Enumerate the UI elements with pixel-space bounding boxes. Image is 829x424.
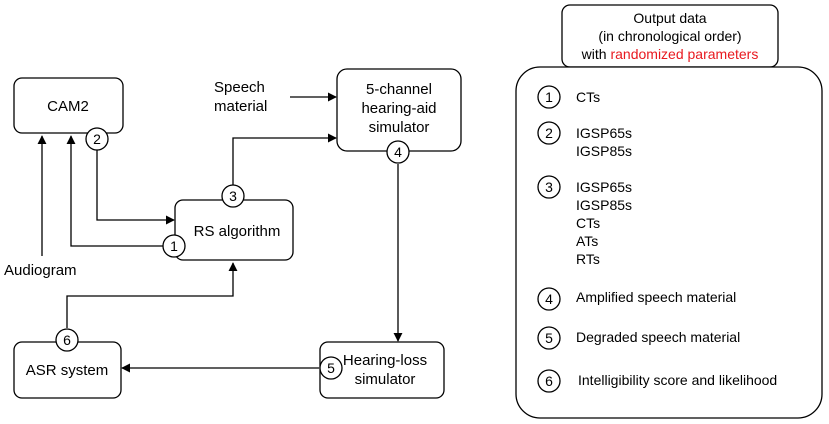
- marker-3: 3: [221, 184, 245, 208]
- legend-item-3-line-2: IGSP85s: [576, 197, 632, 213]
- legend-item-6: 6 Intelligibility score and likelihood: [537, 369, 777, 393]
- legend-item-4: 4 Amplified speech material: [537, 287, 736, 311]
- svg-text:6: 6: [63, 332, 71, 348]
- arrow-rs-to-cam2: [66, 135, 163, 247]
- svg-text:3: 3: [545, 179, 553, 195]
- svg-text:5: 5: [545, 330, 553, 346]
- cam2-label: CAM2: [47, 98, 89, 115]
- arrow-rs-to-hearing-aid: [232, 133, 337, 186]
- legend-title-highlight: randomized parameters: [610, 46, 758, 62]
- legend-item-5: 5 Degraded speech material: [537, 326, 740, 350]
- svg-text:1: 1: [170, 238, 178, 254]
- hearing-aid-label-line1: 5-channel: [366, 81, 432, 98]
- legend-title-with: with: [581, 46, 607, 62]
- legend-title-box: Output data (in chronological order) wit…: [561, 4, 779, 68]
- marker-1: 1: [162, 234, 186, 258]
- legend-item-3-line-3: CTs: [576, 215, 600, 231]
- legend-title-line2: (in chronological order): [598, 28, 741, 44]
- legend-item-4-line-1: Amplified speech material: [576, 289, 736, 305]
- legend-item-3-line-1: IGSP65s: [576, 179, 632, 195]
- arrow-cam2-to-rs: [96, 150, 175, 225]
- svg-text:5: 5: [327, 360, 335, 376]
- marker-5: 5: [319, 356, 343, 380]
- marker-4: 4: [386, 140, 410, 164]
- marker-6: 6: [55, 328, 79, 352]
- hearing-aid-label-line3: simulator: [369, 119, 430, 136]
- legend-item-6-line-1: Intelligibility score and likelihood: [578, 372, 777, 388]
- asr-system-label: ASR system: [26, 362, 109, 379]
- legend-item-3: 3 IGSP65s IGSP85s CTs ATs RTs: [537, 175, 632, 267]
- legend-item-3-line-5: RTs: [576, 251, 600, 267]
- rs-algorithm-block: RS algorithm: [174, 199, 294, 261]
- legend-item-2-line-2: IGSP85s: [576, 143, 632, 159]
- legend-title-line1: Output data: [633, 10, 706, 26]
- speech-material-label-line2: material: [214, 98, 267, 115]
- hearing-loss-label-line2: simulator: [355, 371, 416, 388]
- rs-algorithm-label: RS algorithm: [194, 223, 281, 240]
- legend-item-1-line-1: CTs: [576, 89, 600, 105]
- svg-text:4: 4: [545, 291, 553, 307]
- hearing-aid-simulator-block: 5-channel hearing-aid simulator: [336, 68, 462, 152]
- arrow-asr-to-rs: [66, 262, 238, 328]
- legend-item-1: 1 CTs: [537, 85, 600, 109]
- marker-2: 2: [85, 127, 109, 151]
- svg-text:6: 6: [545, 373, 553, 389]
- legend-item-3-line-4: ATs: [576, 233, 598, 249]
- svg-text:4: 4: [394, 144, 402, 160]
- cam2-block: CAM2: [13, 77, 124, 134]
- svg-text:2: 2: [545, 125, 553, 141]
- audiogram-label: Audiogram: [4, 262, 77, 279]
- legend-panel: [515, 66, 823, 419]
- legend-item-2: 2 IGSP65s IGSP85s: [537, 121, 632, 159]
- legend-item-2-line-1: IGSP65s: [576, 125, 632, 141]
- hearing-loss-label-line1: Hearing-loss: [343, 352, 427, 369]
- svg-text:1: 1: [545, 89, 553, 105]
- legend-title-line3: with randomized parameters: [581, 46, 759, 62]
- svg-text:2: 2: [93, 131, 101, 147]
- speech-material-label-line1: Speech: [214, 79, 265, 96]
- legend-item-5-line-1: Degraded speech material: [576, 329, 740, 345]
- hearing-loss-simulator-block: Hearing-loss simulator: [319, 341, 445, 399]
- svg-text:3: 3: [229, 188, 237, 204]
- hearing-aid-label-line2: hearing-aid: [361, 100, 436, 117]
